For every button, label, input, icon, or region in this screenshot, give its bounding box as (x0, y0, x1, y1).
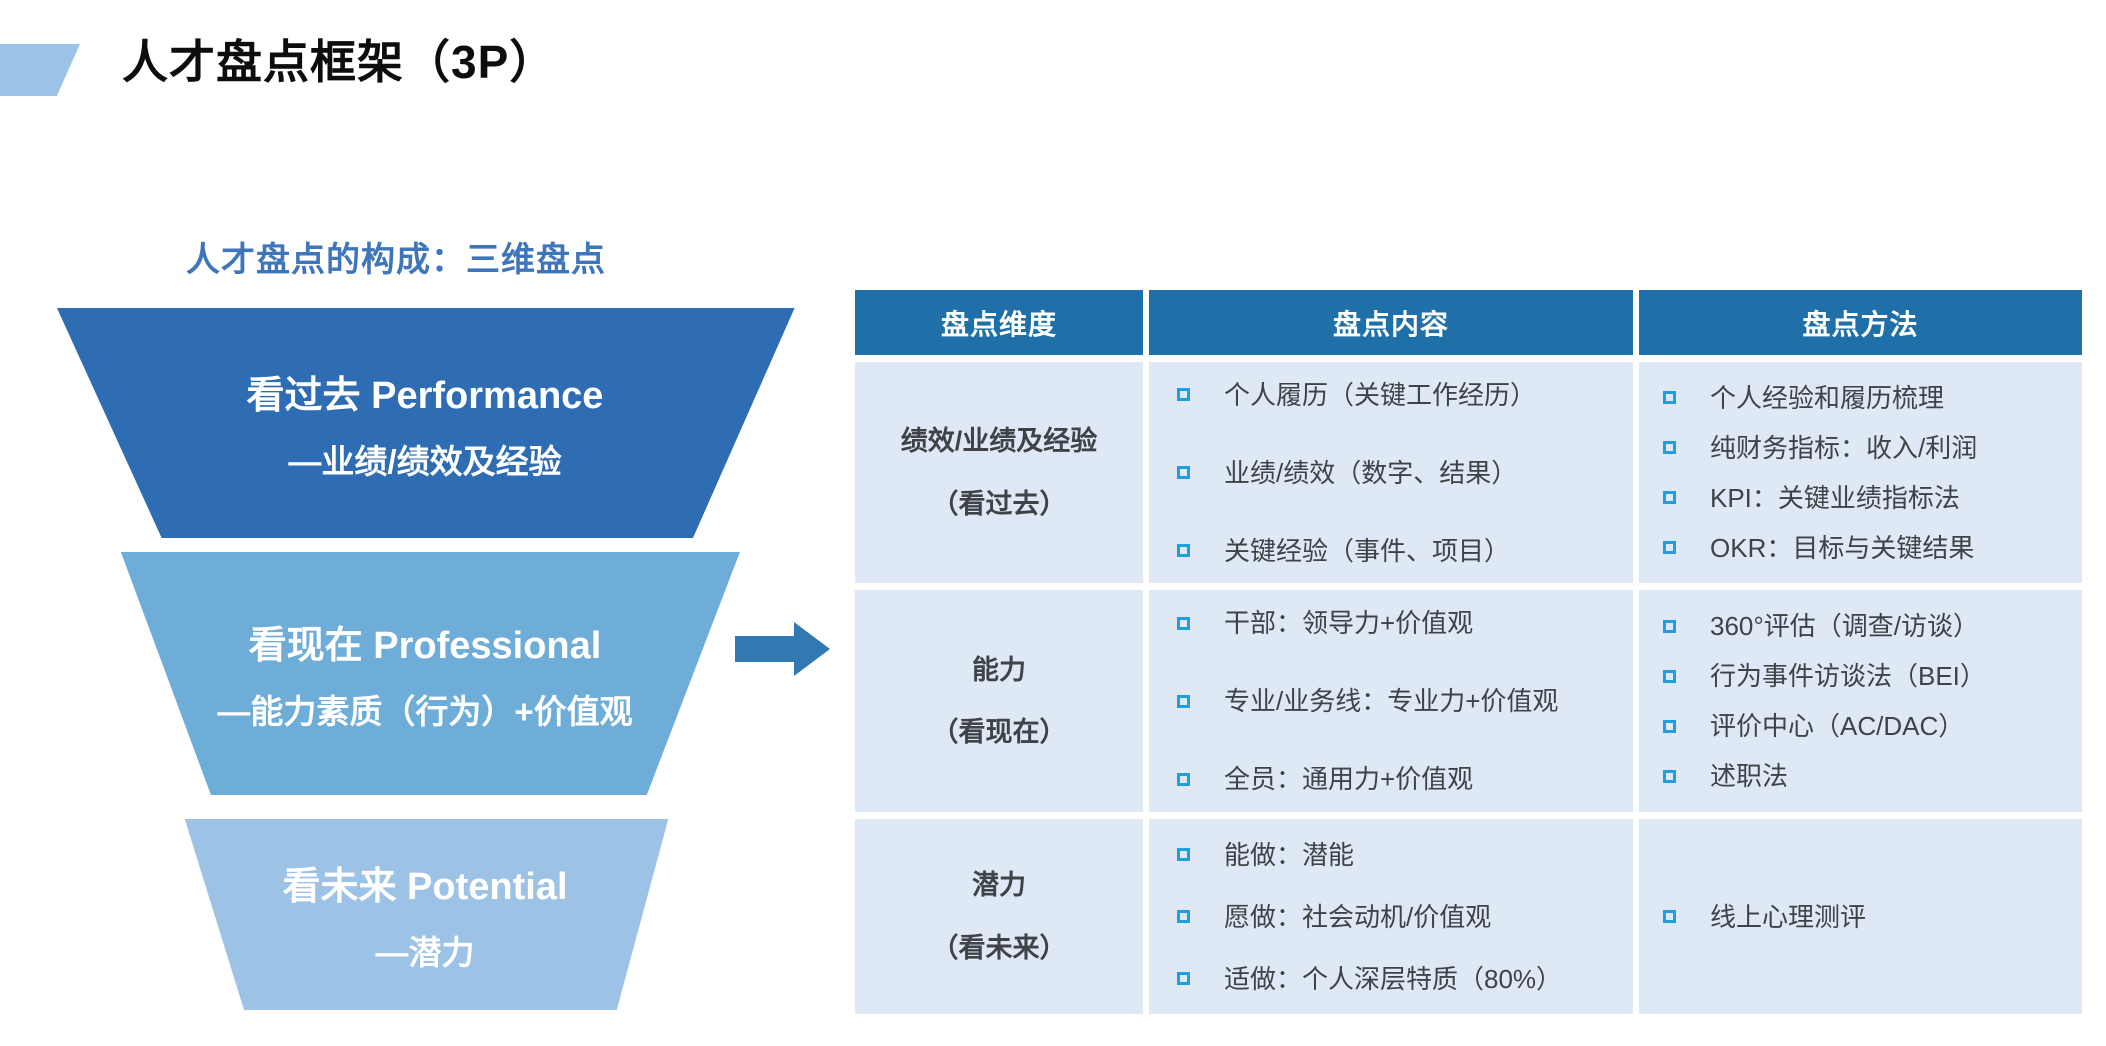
table-cell-content: 能做：潜能 愿做：社会动机/价值观 适做：个人深层特质（80%） (1149, 819, 1633, 1014)
list-item-text: OKR：目标与关键结果 (1710, 532, 1975, 563)
dimension-line: 潜力 (972, 870, 1026, 901)
list-item-text: 纯财务指标：收入/利润 (1710, 432, 1978, 463)
dimension-line: 绩效/业绩及经验 (900, 426, 1098, 457)
list-item-text: 专业/业务线：专业力+价值观 (1224, 686, 1559, 716)
page-title: 人才盘点框架（3P） (122, 36, 557, 88)
list-item: 干部：领导力+价值观 (1177, 608, 1633, 638)
list-item-text: 行为事件访谈法（BEI） (1710, 661, 1986, 691)
table-cell-method: 个人经验和履历梳理 纯财务指标：收入/利润 KPI：关键业绩指标法 OKR：目标… (1639, 362, 2082, 583)
square-bullet-icon (1177, 910, 1190, 923)
square-bullet-icon (1177, 848, 1190, 861)
table-cell-method: 360°评估（调查/访谈） 行为事件访谈法（BEI） 评价中心（AC/DAC） … (1639, 590, 2082, 812)
square-bullet-icon (1663, 391, 1676, 404)
list-item: 关键经验（事件、项目） (1177, 536, 1633, 566)
square-bullet-icon (1177, 544, 1190, 557)
list-item: 专业/业务线：专业力+价值观 (1177, 686, 1633, 716)
list-item-text: 业绩/绩效（数字、结果） (1224, 457, 1518, 488)
table-header-method: 盘点方法 (1639, 290, 2082, 355)
square-bullet-icon (1177, 616, 1190, 630)
list-item: 愿做：社会动机/价值观 (1177, 902, 1633, 932)
funnel-diagram: 看过去 Performance —业绩/绩效及经验 看现在 Profession… (40, 308, 810, 1010)
square-bullet-icon (1663, 669, 1676, 683)
table-cell-dimension: 潜力 （看未来） (855, 819, 1143, 1014)
funnel-caption: 人才盘点的构成：三维盘点 (186, 241, 606, 279)
list-item: 个人经验和履历梳理 (1663, 383, 2082, 413)
list-item-text: 个人履历（关键工作经历） (1224, 379, 1537, 410)
square-bullet-icon (1663, 441, 1676, 454)
list-item-text: 适做：个人深层特质（80%） (1224, 963, 1563, 994)
list-item: 业绩/绩效（数字、结果） (1177, 458, 1633, 488)
square-bullet-icon (1663, 910, 1676, 923)
funnel-level-performance: 看过去 Performance —业绩/绩效及经验 (56, 308, 795, 538)
square-bullet-icon (1177, 772, 1190, 786)
square-bullet-icon (1663, 619, 1676, 633)
funnel-level-potential: 看未来 Potential —潜力 (184, 819, 669, 1010)
square-bullet-icon (1663, 769, 1676, 783)
list-item-text: 个人经验和履历梳理 (1710, 382, 1945, 413)
square-bullet-icon (1177, 466, 1190, 479)
list-item-text: 评价中心（AC/DAC） (1710, 711, 1965, 741)
list-item-text: 述职法 (1710, 761, 1789, 791)
list-item: KPI：关键业绩指标法 (1663, 483, 2082, 513)
table-cell-content: 个人履历（关键工作经历） 业绩/绩效（数字、结果） 关键经验（事件、项目） (1149, 362, 1633, 583)
dimension-line: 能力 (972, 654, 1026, 685)
list-item: 全员：通用力+价值观 (1177, 764, 1633, 794)
list-item-text: 干部：领导力+价值观 (1224, 608, 1474, 638)
funnel-level-subtitle: —业绩/绩效及经验 (288, 442, 562, 480)
list-item: OKR：目标与关键结果 (1663, 533, 2082, 563)
funnel-level-title: 看过去 Performance (246, 374, 604, 417)
square-bullet-icon (1663, 541, 1676, 554)
dimension-line: （看未来） (931, 932, 1067, 963)
funnel-level-professional: 看现在 Professional —能力素质（行为）+价值观 (120, 552, 740, 795)
funnel-level-subtitle: —能力素质（行为）+价值观 (217, 693, 633, 730)
right-arrow-icon (735, 622, 830, 676)
list-item-text: 关键经验（事件、项目） (1224, 535, 1511, 566)
list-item-text: 能做：潜能 (1224, 839, 1355, 870)
list-item: 评价中心（AC/DAC） (1663, 711, 2082, 741)
list-item-text: 全员：通用力+价值观 (1224, 764, 1474, 794)
list-item: 行为事件访谈法（BEI） (1663, 661, 2082, 691)
square-bullet-icon (1177, 972, 1190, 985)
dimension-line: （看现在） (931, 717, 1067, 747)
list-item: 能做：潜能 (1177, 840, 1633, 870)
review-table: 盘点维度 盘点内容 盘点方法 绩效/业绩及经验 （看过去） 个人履历（关键工作经… (855, 290, 2082, 1014)
table-cell-content: 干部：领导力+价值观 专业/业务线：专业力+价值观 全员：通用力+价值观 (1149, 590, 1633, 812)
list-item: 360°评估（调查/访谈） (1663, 611, 2082, 641)
list-item-text: 愿做：社会动机/价值观 (1224, 901, 1492, 932)
list-item: 纯财务指标：收入/利润 (1663, 433, 2082, 463)
table-header-dimension: 盘点维度 (855, 290, 1143, 355)
dimension-line: （看过去） (931, 488, 1067, 519)
table-cell-method: 线上心理测评 (1639, 819, 2082, 1014)
list-item-text: 360°评估（调查/访谈） (1710, 611, 1980, 641)
funnel-level-title: 看现在 Professional (248, 625, 602, 667)
funnel-level-title: 看未来 Potential (282, 866, 568, 908)
table-header-content: 盘点内容 (1149, 290, 1633, 355)
square-bullet-icon (1177, 388, 1190, 401)
list-item-text: 线上心理测评 (1710, 901, 1867, 932)
list-item: 个人履历（关键工作经历） (1177, 380, 1633, 410)
table-cell-dimension: 绩效/业绩及经验 （看过去） (855, 362, 1143, 583)
square-bullet-icon (1663, 491, 1676, 504)
square-bullet-icon (1177, 694, 1190, 708)
table-cell-dimension: 能力 （看现在） (855, 590, 1143, 812)
list-item-text: KPI：关键业绩指标法 (1710, 482, 1960, 513)
funnel-level-subtitle: —潜力 (375, 934, 475, 971)
title-accent-shape (0, 44, 80, 96)
list-item: 线上心理测评 (1663, 902, 2082, 932)
list-item: 适做：个人深层特质（80%） (1177, 964, 1633, 994)
square-bullet-icon (1663, 719, 1676, 733)
list-item: 述职法 (1663, 761, 2082, 791)
